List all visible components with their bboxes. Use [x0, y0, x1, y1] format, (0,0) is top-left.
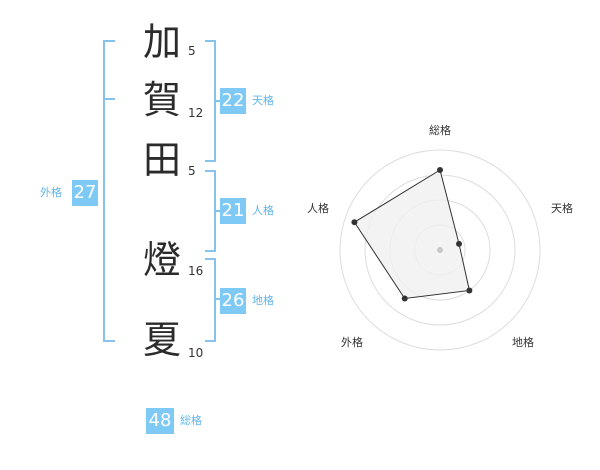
stroke-count-2: 12 [188, 106, 204, 120]
name-character-2: 賀 [142, 78, 181, 122]
name-stroke-diagram: 加 5 賀 12 田 5 燈 16 夏 10 22 天格 21 人格 26 地格… [40, 20, 274, 434]
radar-point [351, 219, 358, 226]
jinkaku-label: 人格 [252, 204, 274, 217]
gaikaku-label: 外格 [40, 186, 62, 199]
tenkaku-label: 天格 [252, 94, 274, 107]
name-character-4: 燈 [142, 238, 181, 282]
soukaku-label: 総格 [180, 414, 202, 427]
chikaku-bracket [205, 258, 216, 342]
radar-label-soukaku: 総格 [429, 123, 451, 137]
jinkaku-value-badge: 21 [220, 198, 246, 224]
radar-center-dot [437, 247, 443, 253]
stroke-count-3: 5 [188, 164, 196, 178]
radar-points [351, 167, 473, 302]
chikaku-value-badge: 26 [220, 288, 246, 314]
bracket-divider [103, 98, 115, 100]
fortune-radar-chart: 総格 天格 地格 外格 人格 [307, 123, 573, 351]
radar-ring [339, 149, 541, 351]
soukaku-value-badge: 48 [146, 408, 174, 434]
stroke-count-4: 16 [188, 264, 204, 278]
name-character-3: 田 [142, 138, 181, 182]
tenkaku-value-badge: 22 [220, 88, 246, 114]
jinkaku-connector [214, 210, 220, 212]
radar-point [466, 287, 473, 294]
gaikaku-value-badge: 27 [72, 180, 98, 206]
gaikaku-bracket [103, 40, 115, 342]
radar-label-tenkaku: 天格 [551, 201, 573, 215]
stroke-count-5: 10 [188, 346, 204, 360]
chikaku-connector [214, 298, 220, 300]
name-character-1: 加 [142, 20, 181, 64]
radar-point [401, 295, 408, 302]
chikaku-label: 地格 [252, 294, 274, 307]
radar-label-chikaku: 地格 [512, 335, 534, 349]
stroke-count-1: 5 [188, 44, 196, 58]
tenkaku-connector [214, 100, 220, 102]
radar-label-gaikaku: 外格 [341, 335, 363, 349]
radar-point [437, 167, 443, 173]
name-character-5: 夏 [142, 318, 181, 362]
radar-point [456, 240, 463, 247]
radar-label-jinkaku: 人格 [307, 201, 329, 215]
radar-data-polygon [353, 169, 471, 300]
